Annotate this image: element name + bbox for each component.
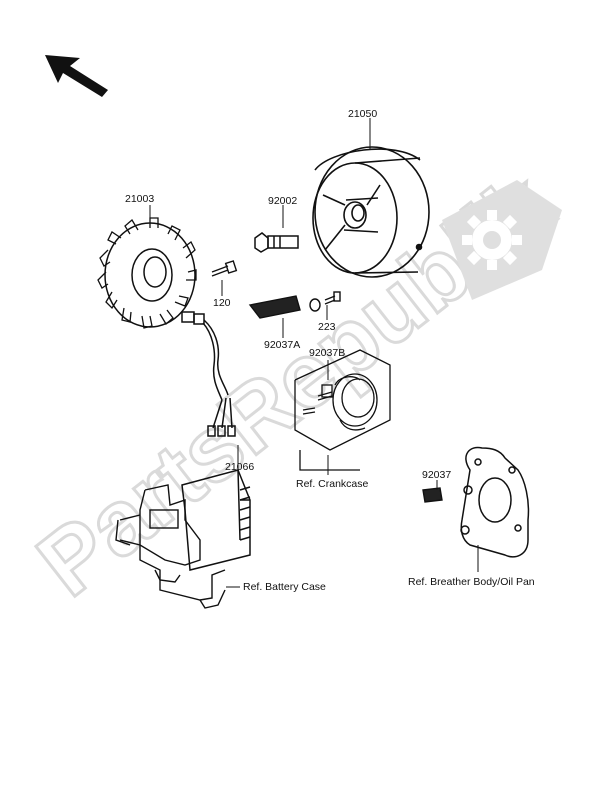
- label-92002: 92002: [268, 195, 298, 207]
- screw-223: [309, 291, 341, 312]
- gear-icon: [442, 180, 562, 300]
- crankcase-group: [294, 349, 391, 471]
- ref-crankcase: Ref. Crankcase: [296, 478, 369, 490]
- label-223: 223: [318, 321, 336, 333]
- label-21066: 21066: [225, 461, 255, 473]
- stator-21003: [97, 217, 236, 437]
- label-92037: 92037: [422, 469, 452, 481]
- breather-body: [460, 446, 530, 558]
- screw-120: [211, 260, 238, 277]
- label-21003: 21003: [125, 193, 155, 205]
- battery-case: [115, 484, 226, 609]
- ref-battery-case: Ref. Battery Case: [243, 581, 326, 593]
- front-direction-arrow-icon: [45, 55, 108, 97]
- plate-92037A: [248, 295, 301, 319]
- ref-breather-body: Ref. Breather Body/Oil Pan: [408, 576, 535, 588]
- label-21050: 21050: [348, 108, 378, 120]
- label-120: 120: [213, 297, 231, 309]
- bolt-92002: [254, 232, 299, 253]
- rotor-21050: [312, 146, 430, 278]
- clip-92037: [422, 487, 443, 503]
- label-92037B: 92037B: [309, 347, 346, 359]
- label-92037A: 92037A: [264, 339, 301, 351]
